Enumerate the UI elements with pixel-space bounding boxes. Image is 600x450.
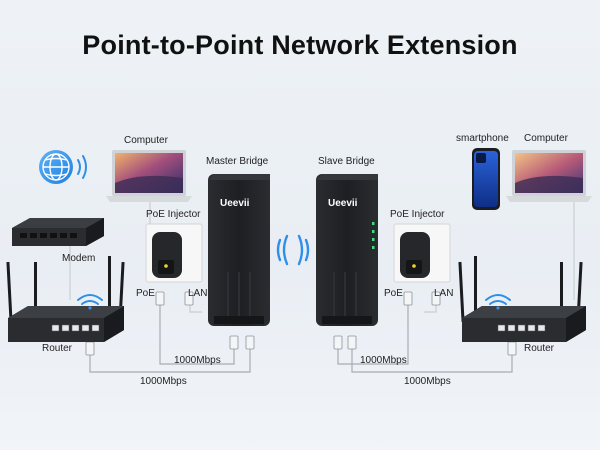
slave-bridge-label: Slave Bridge	[318, 156, 375, 167]
page-title: Point-to-Point Network Extension	[82, 30, 518, 60]
ethernet-plug-icon	[85, 291, 517, 356]
router-right	[458, 256, 586, 342]
speed-left-inner-label: 1000Mbps	[174, 355, 221, 366]
computer-left-label: Computer	[124, 135, 168, 146]
poe-injector-right	[393, 223, 451, 283]
smartphone-label: smartphone	[456, 133, 509, 144]
cable-slave-to-router-right	[351, 346, 513, 373]
wifi-icon	[485, 294, 511, 310]
laptop-left	[106, 150, 192, 202]
signal-waves-icon	[77, 155, 87, 179]
wifi-icon	[77, 294, 103, 310]
slave-bridge-brand: Ueevii	[328, 198, 358, 209]
poe-injector-left-label: PoE Injector	[146, 209, 201, 220]
computer-right-label: Computer	[524, 133, 568, 144]
slave-bridge-device	[316, 174, 378, 326]
lan-left-label: LAN	[188, 288, 208, 299]
router-left	[6, 256, 125, 342]
router-left-label: Router	[42, 343, 73, 354]
speed-right-inner-label: 1000Mbps	[360, 355, 407, 366]
cable-slave-to-injector-right	[337, 302, 409, 365]
globe-icon	[39, 150, 73, 184]
cable-router-left-to-injector	[89, 346, 251, 373]
signal-waves-icon	[276, 234, 310, 266]
master-bridge-brand: Ueevii	[220, 198, 250, 209]
poe-injector-right-label: PoE Injector	[390, 209, 445, 220]
master-bridge-device	[208, 174, 270, 326]
poe-right-label: PoE	[384, 288, 403, 299]
laptop-right	[506, 150, 592, 202]
modem-label: Modem	[62, 253, 96, 264]
smartphone-device	[472, 148, 500, 210]
cable-injector-left-to-master	[159, 300, 235, 365]
speed-right-outer-label: 1000Mbps	[404, 376, 451, 387]
router-right-label: Router	[524, 343, 555, 354]
master-bridge-label: Master Bridge	[206, 156, 269, 167]
poe-left-label: PoE	[136, 288, 155, 299]
lan-right-label: LAN	[434, 288, 454, 299]
modem-device	[12, 218, 104, 246]
poe-injector-left	[145, 223, 203, 283]
speed-left-outer-label: 1000Mbps	[140, 376, 187, 387]
